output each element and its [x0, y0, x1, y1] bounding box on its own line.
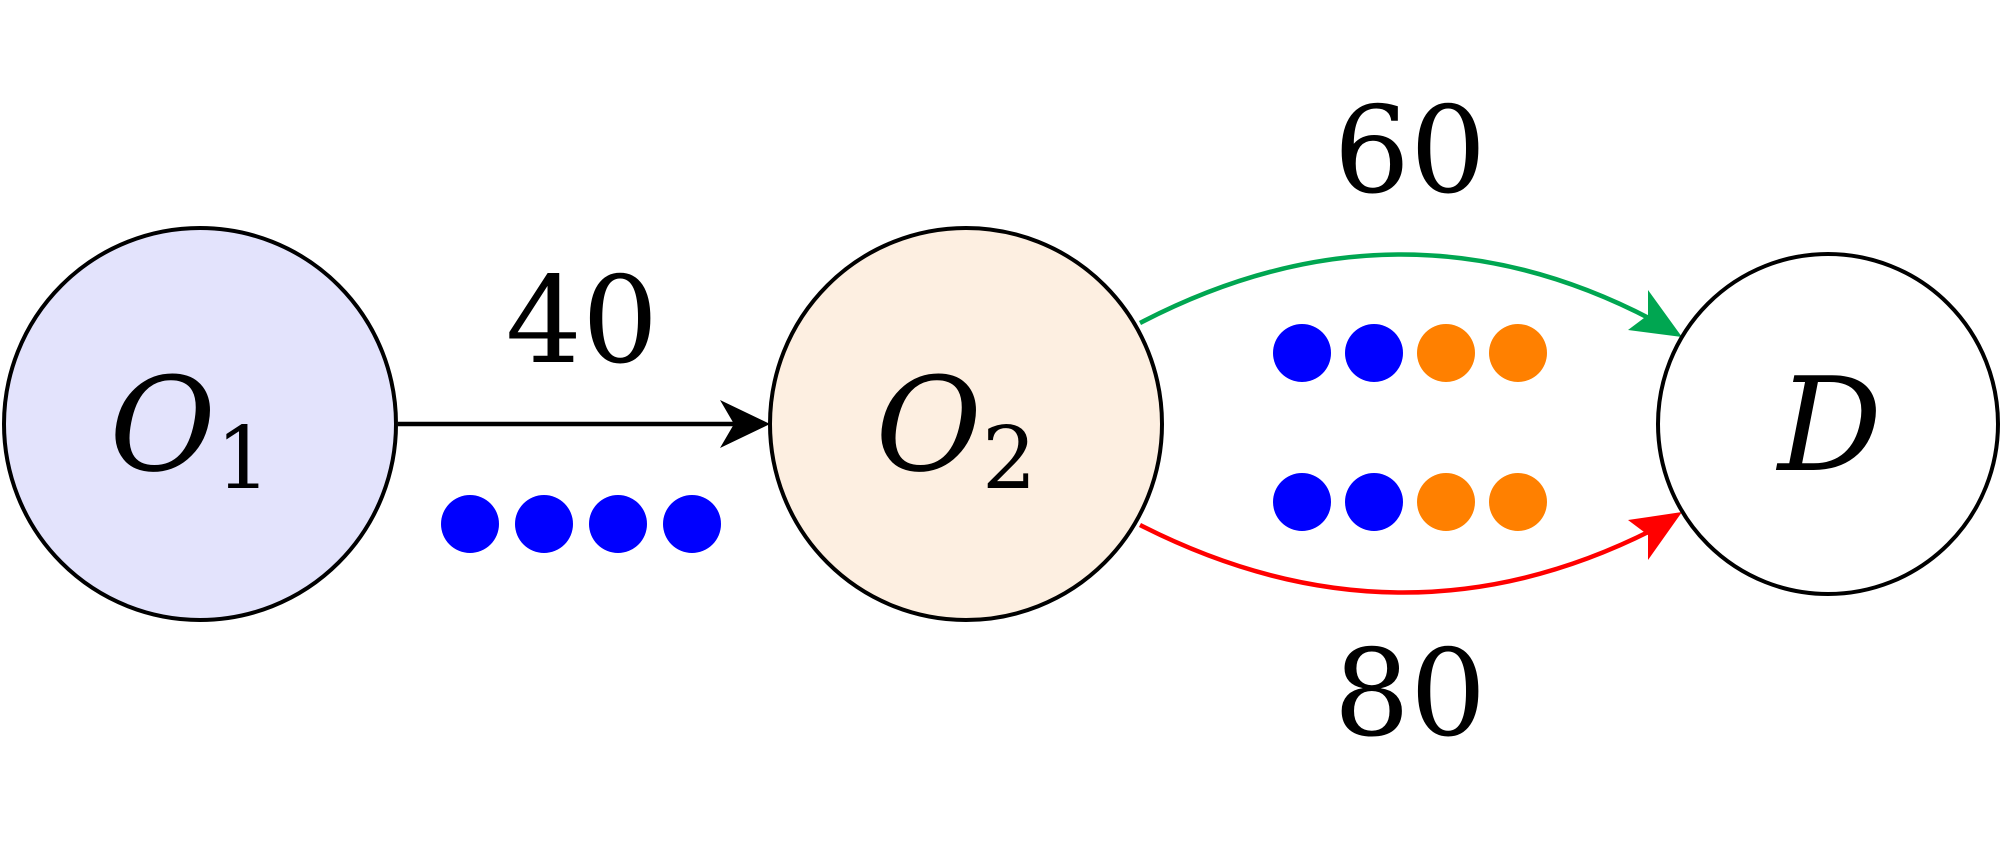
token-dot	[1489, 473, 1547, 531]
token-dot	[663, 495, 721, 553]
edge-o2-d-upper-label: 60	[1334, 82, 1487, 221]
token-dot	[1273, 324, 1331, 382]
token-dot	[589, 495, 647, 553]
node-d-circle	[1656, 252, 2000, 596]
edge-o1-o2-tokens	[441, 495, 721, 553]
token-dot	[1345, 324, 1403, 382]
node-d-label: D	[1776, 349, 1882, 501]
node-o1-circle	[2, 226, 398, 622]
edge-o2-d-lower-tokens	[1273, 473, 1547, 531]
node-o2: O2	[768, 226, 1164, 622]
node-d: D	[1656, 252, 2000, 596]
edge-o2-d-upper-line	[1138, 252, 1664, 327]
node-o1-label: O1	[109, 349, 270, 509]
edge-o2-d-upper-arrowhead	[1628, 290, 1682, 337]
edge-o2-d-lower: 80	[1138, 473, 1682, 764]
edge-o1-o2: 40	[398, 252, 770, 553]
edge-o2-d-lower-line	[1138, 522, 1664, 595]
token-dot	[1417, 473, 1475, 531]
token-dot	[1489, 324, 1547, 382]
edge-o1-o2-label: 40	[506, 252, 659, 391]
token-dot	[515, 495, 573, 553]
edge-o2-d-upper: 60	[1138, 82, 1682, 382]
node-o2-label: O2	[875, 349, 1036, 509]
token-dot	[441, 495, 499, 553]
token-dot	[1345, 473, 1403, 531]
edge-o2-d-lower-label: 80	[1334, 625, 1487, 764]
token-dot	[1273, 473, 1331, 531]
node-o1: O1	[2, 226, 398, 622]
edge-o2-d-lower-arrowhead	[1628, 512, 1682, 560]
edge-o1-o2-arrowhead	[720, 400, 770, 448]
edge-o2-d-upper-tokens	[1273, 324, 1547, 382]
token-dot	[1417, 324, 1475, 382]
node-o2-circle	[768, 226, 1164, 622]
